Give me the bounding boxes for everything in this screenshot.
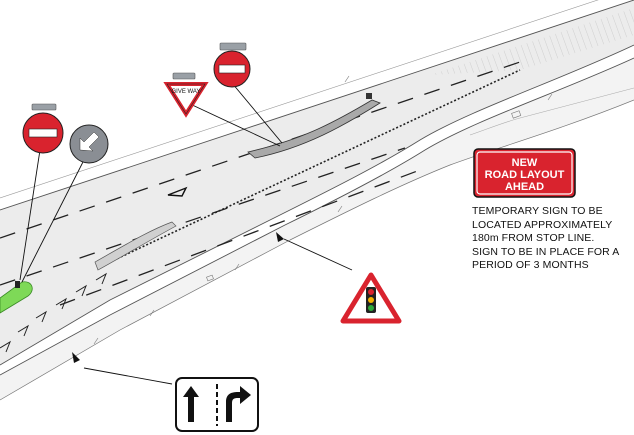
leader-ticks — [72, 232, 284, 363]
lane-line-lower — [59, 169, 421, 306]
keep-left-sign-icon — [69, 124, 109, 164]
traffic-signals-warning-icon — [340, 272, 402, 324]
slip-island — [94, 221, 177, 271]
lower-outer-kerb — [0, 99, 634, 401]
hatched-verge — [430, 8, 634, 75]
new-road-layout-sign-icon: NEW ROAD LAYOUT AHEAD — [473, 148, 576, 198]
north-kerb-line — [0, 0, 634, 211]
note-line-3: 180m FROM STOP LINE. — [472, 232, 595, 244]
lower-carriageway — [0, 58, 634, 400]
temporary-sign-note: TEMPORARY SIGN TO BE LOCATED APPROXIMATE… — [472, 205, 632, 273]
lane-arrows-sign-icon — [175, 377, 259, 432]
no-entry-sign-top-icon — [213, 42, 251, 88]
chevron-markings — [0, 272, 108, 353]
new-layout-sign-line-2: ROAD LAYOUT — [485, 169, 565, 181]
note-line-1: TEMPORARY SIGN TO BE — [472, 205, 603, 217]
give-way-road-marking — [167, 186, 188, 197]
give-way-sign-icon: GIVE WAY — [163, 72, 209, 118]
new-layout-sign-line-1: NEW — [512, 157, 538, 169]
signal-post-base — [15, 281, 20, 288]
new-layout-sign-line-3: AHEAD — [505, 181, 544, 193]
south-kerb-line — [0, 44, 634, 366]
island-bollard — [366, 93, 372, 99]
give-way-sign-text: GIVE WAY — [171, 89, 200, 95]
note-line-4: SIGN TO BE IN PLACE FOR A — [472, 245, 620, 258]
main-carriageway — [0, 0, 634, 365]
no-entry-sign-icon — [22, 103, 64, 154]
lower-kerb-line — [0, 57, 634, 376]
note-line-2: LOCATED APPROXIMATELY — [472, 218, 613, 231]
note-line-5: PERIOD OF 3 MONTHS — [472, 259, 589, 271]
green-island — [0, 281, 33, 314]
north-verge-line — [0, 0, 599, 199]
verge-boundary — [469, 87, 634, 136]
lane-line-upper — [0, 61, 521, 239]
central-island — [247, 99, 381, 159]
give-way-dotted-line — [109, 69, 521, 263]
lane-line-middle — [0, 147, 406, 286]
leader-lines — [19, 82, 353, 385]
chainage-marks — [93, 75, 553, 345]
